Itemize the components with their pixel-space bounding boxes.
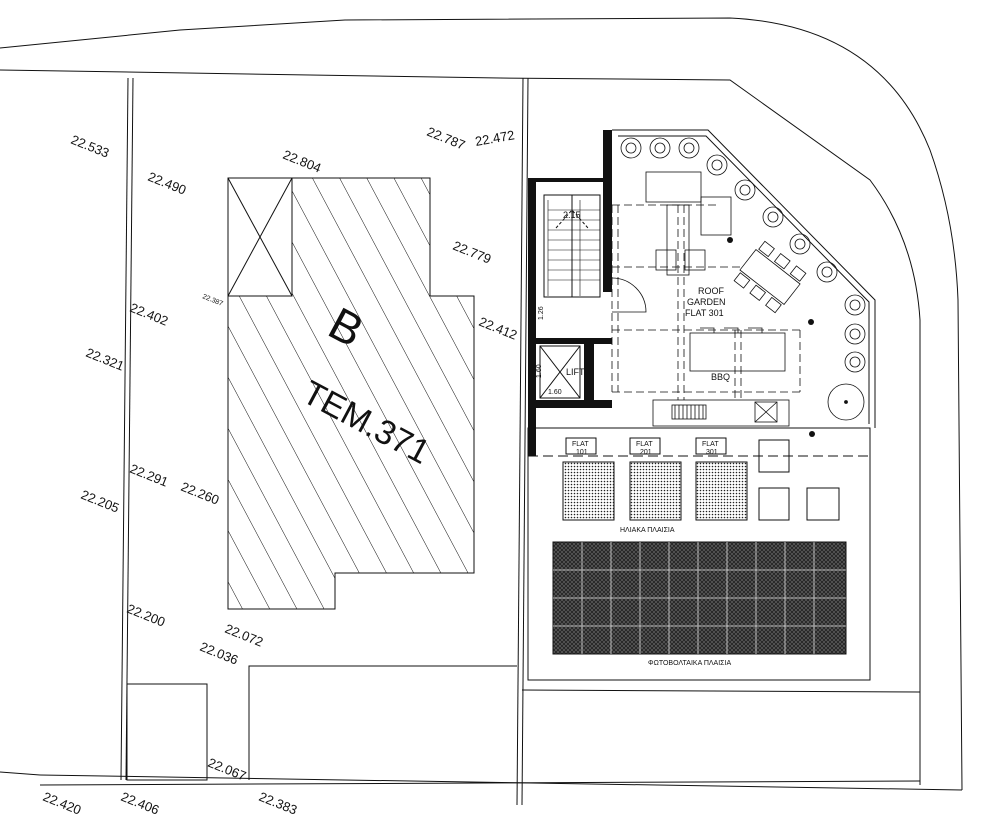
pv-panels: ΦΩΤΟΒΟΛΤΑΙΚΑ ΠΛΑΙΣΙΑ	[552, 541, 847, 667]
level: 22.472	[474, 127, 516, 149]
lift: LIFT 1.60 1.60	[536, 345, 585, 399]
solar-label: ΗΛΙΑΚΑ ΠΛΑΙΣΙΑ	[620, 527, 675, 534]
flat-title: FLAT	[636, 441, 653, 448]
roof-plan: 2.15 1.26 LIFT 1.60 1.60	[527, 129, 876, 681]
stair-width: 2.15	[563, 210, 581, 220]
level: 22.200	[125, 601, 167, 630]
dashed-lines	[611, 204, 801, 400]
level: 22.383	[257, 789, 299, 818]
roof-garden-label: ROOF GARDEN FLAT 301 BBQ	[685, 286, 730, 382]
flat-unit: 301	[706, 449, 718, 456]
level: 22.321	[84, 345, 126, 374]
level: 22.402	[128, 300, 170, 329]
level: 22.490	[146, 169, 188, 198]
level: 22.412	[477, 314, 519, 343]
bbq-label: BBQ	[711, 372, 730, 382]
level: 22.291	[128, 461, 170, 490]
level: 22.036	[198, 639, 240, 668]
road-boundary	[0, 17, 963, 791]
furniture	[645, 171, 865, 427]
planters	[620, 137, 866, 373]
solar-panels: FLAT 101 FLAT 201 FLAT 301 ΗΛΙΑΚΑ ΠΛΑΙΣΙ…	[562, 437, 840, 534]
lift-width: 1.60	[548, 389, 562, 396]
lift-depth: 1.60	[536, 364, 543, 378]
room-label: FLAT 301	[685, 308, 724, 318]
plot-b-footprint: B ΤΕΜ.371 22.387	[201, 177, 475, 610]
level: 22.067	[206, 755, 248, 784]
level: 22.205	[79, 487, 121, 516]
flat-unit: 101	[576, 449, 588, 456]
level: 22.779	[451, 238, 493, 267]
level: 22.533	[69, 132, 111, 161]
stair-landing: 1.26	[538, 306, 545, 320]
stair: 2.15 1.26	[538, 194, 601, 320]
plot-boundaries	[0, 77, 921, 806]
level: 22.804	[281, 147, 323, 176]
flat-unit: 201	[640, 449, 652, 456]
level: 22.072	[223, 621, 265, 650]
level: 22.260	[179, 479, 221, 508]
level: 22.406	[119, 789, 161, 818]
flat-title: FLAT	[572, 441, 589, 448]
small-level: 22.387	[201, 293, 224, 308]
level: 22.787	[425, 124, 467, 153]
room-label: ROOF	[698, 286, 725, 296]
room-label: GARDEN	[687, 297, 726, 307]
level: 22.420	[41, 789, 83, 818]
lift-label: LIFT	[566, 367, 585, 377]
flat-title: FLAT	[702, 441, 719, 448]
pv-label: ΦΩΤΟΒΟΛΤΑΙΚΑ ΠΛΑΙΣΙΑ	[648, 660, 731, 667]
